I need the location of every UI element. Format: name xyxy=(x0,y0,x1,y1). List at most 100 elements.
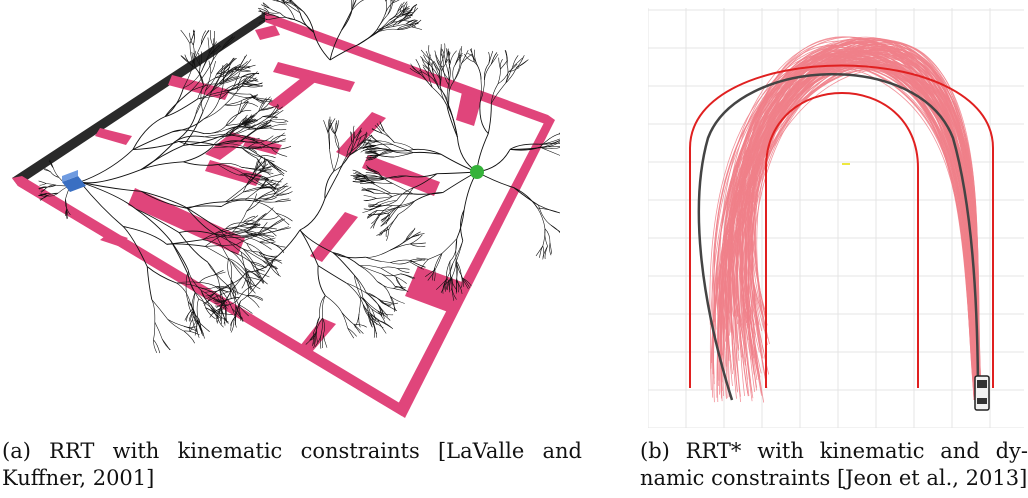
tree-branch xyxy=(252,161,258,175)
tree-branch xyxy=(305,333,316,345)
tree-branch xyxy=(178,140,215,146)
tree-branch xyxy=(200,287,217,296)
tree-branch xyxy=(218,86,235,100)
tree-branch xyxy=(392,0,394,2)
tree-branch xyxy=(225,222,243,229)
maze-block xyxy=(268,75,318,110)
tree-branch xyxy=(460,209,465,241)
tree-branch xyxy=(122,226,148,267)
tree-branch xyxy=(230,315,237,326)
tree-branch xyxy=(238,117,248,127)
tree-branch xyxy=(259,156,275,163)
tree-branch xyxy=(313,32,331,61)
tree-branch xyxy=(402,1,408,13)
tree-branch xyxy=(269,120,287,123)
tree-branch xyxy=(38,180,47,184)
tree-branch xyxy=(505,64,509,83)
tree-branch xyxy=(464,53,475,63)
tree-branch xyxy=(242,80,259,84)
tree-branch xyxy=(242,135,255,139)
tree-branch xyxy=(370,312,380,321)
tree-branch xyxy=(487,103,492,134)
tree-branch xyxy=(79,181,137,210)
tree-branch xyxy=(210,134,230,149)
tree-branch xyxy=(166,239,203,245)
caption-a-line1: (a) RRT with kinematic constraints [LaVa… xyxy=(2,439,582,463)
tree-branch xyxy=(442,43,446,60)
tree-branch xyxy=(395,276,404,288)
tree-branch xyxy=(187,301,198,321)
tree-branch xyxy=(363,195,377,199)
tree-branch xyxy=(512,55,519,68)
tree-branch xyxy=(558,132,560,135)
tree-branch xyxy=(248,140,271,143)
tree-branch xyxy=(377,207,395,211)
tree-branch xyxy=(471,48,475,63)
tree-branch xyxy=(378,28,398,32)
tree-branch xyxy=(349,145,364,156)
tree-branch xyxy=(245,268,252,285)
tree-branch xyxy=(382,133,395,143)
tree-branch xyxy=(183,161,219,166)
trajectory-line xyxy=(709,38,981,401)
tree-branch xyxy=(216,312,229,323)
tree-branch xyxy=(365,198,377,202)
tree-branch xyxy=(239,64,256,72)
tree-branch xyxy=(371,128,383,134)
tree-branch xyxy=(199,282,216,287)
tree-branch xyxy=(390,0,392,2)
tree-branch xyxy=(272,177,284,191)
tree-branch xyxy=(455,52,460,65)
tree-branch xyxy=(241,72,260,78)
tree-branch xyxy=(243,187,263,193)
tree-branch xyxy=(364,147,377,150)
tree-branch xyxy=(227,86,248,93)
tree-branch xyxy=(151,299,169,320)
tree-branch xyxy=(265,178,282,183)
tree-branch xyxy=(228,258,246,271)
tree-branch xyxy=(40,187,47,192)
tree-branch xyxy=(442,280,447,294)
tree-branch xyxy=(456,279,460,293)
tree-branch xyxy=(381,273,401,277)
tree-branch xyxy=(347,327,357,337)
tree-branch xyxy=(254,198,275,203)
tree-branch xyxy=(397,268,410,273)
tree-branch xyxy=(234,305,236,321)
tree-branch xyxy=(216,143,249,149)
tree-branch xyxy=(433,267,436,282)
tree-branch xyxy=(299,198,326,231)
tree-branch xyxy=(219,65,224,78)
tree-branch xyxy=(240,129,258,142)
tree-branch xyxy=(248,148,271,163)
tree-branch xyxy=(355,130,362,141)
tree-branch xyxy=(455,240,464,263)
tree-branch xyxy=(365,172,379,175)
tree-branch xyxy=(199,51,203,67)
tree-branch xyxy=(191,83,220,91)
tree-branch xyxy=(303,11,315,33)
tree-branch xyxy=(395,276,404,290)
tree-branch xyxy=(213,30,216,47)
tree-branch xyxy=(416,257,429,260)
tree-branch xyxy=(214,290,231,298)
tree-branch xyxy=(186,207,216,235)
tree-branch xyxy=(364,150,378,154)
tree-branch xyxy=(216,312,224,328)
maze-block xyxy=(456,92,482,126)
tree-branch xyxy=(259,241,272,250)
tree-branch xyxy=(432,267,435,281)
tree-branch xyxy=(352,125,355,139)
tree-branch xyxy=(420,56,431,66)
tree-branch xyxy=(289,0,291,3)
tree-branch xyxy=(366,189,379,191)
tree-branch xyxy=(432,60,440,72)
tree-branch xyxy=(351,131,356,143)
tree-branch xyxy=(461,53,473,64)
tree-branch xyxy=(219,76,242,85)
tree-branch xyxy=(405,228,415,241)
tree-branch xyxy=(323,120,329,133)
tree-branch xyxy=(47,192,59,197)
tree-branch xyxy=(241,147,260,157)
tree-branch xyxy=(262,2,270,9)
